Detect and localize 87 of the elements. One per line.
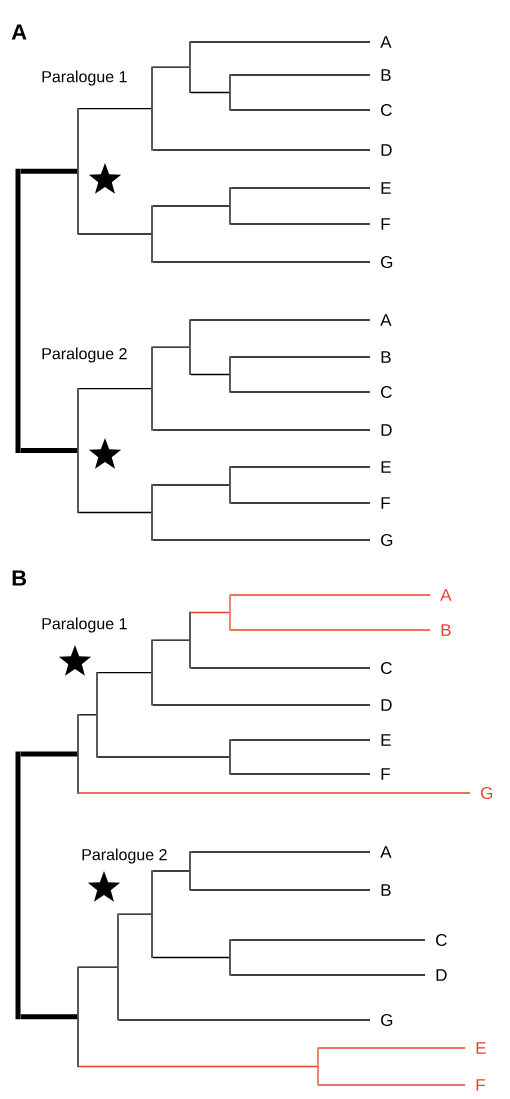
- leaf-label: B: [381, 69, 391, 81]
- tree-branch: [97, 671, 152, 674]
- tree-branch: [78, 792, 471, 794]
- tree-branch: [230, 739, 371, 741]
- tree-branch: [152, 870, 190, 872]
- tree-branch: [230, 502, 371, 504]
- tree-branch: [15, 168, 21, 453]
- leaf-label: G: [481, 787, 493, 800]
- tree-branch: [152, 956, 230, 959]
- leaf-label: B: [381, 884, 391, 896]
- tree-branch: [118, 913, 152, 915]
- tree-branch: [190, 611, 230, 614]
- tree-branch: [78, 107, 152, 110]
- tree-branch: [152, 149, 371, 151]
- leaf-label: D: [381, 144, 392, 156]
- tree-branch: [190, 91, 230, 94]
- tree-branch: [190, 889, 371, 891]
- leaf-label: A: [380, 846, 392, 858]
- leaf-label: D: [436, 969, 447, 981]
- leaf-label: G: [381, 534, 393, 547]
- leaf-label: B: [381, 351, 391, 363]
- tree-branch: [230, 594, 431, 596]
- leaf-label: G: [381, 1014, 393, 1027]
- tree-branch: [152, 484, 230, 486]
- tree-branch: [78, 511, 152, 514]
- tree-branch: [20, 448, 78, 454]
- tree-branch: [190, 41, 371, 43]
- tree-branch: [20, 751, 78, 757]
- tree-branch: [78, 714, 97, 716]
- tree-branch: [230, 466, 371, 468]
- clade-label: Paralogue 2: [42, 347, 127, 363]
- leaf-label: E: [476, 1042, 486, 1054]
- tree-branch: [15, 751, 21, 1020]
- tree-branch: [97, 756, 230, 758]
- tree-branch: [230, 223, 371, 225]
- tree-branch: [230, 74, 371, 76]
- leaf-label: E: [381, 734, 391, 746]
- tree-branch: [230, 974, 426, 976]
- leaf-label: E: [381, 461, 391, 473]
- tree-branch: [230, 629, 431, 631]
- leaf-label: C: [436, 934, 447, 947]
- tree-branch: [152, 261, 371, 263]
- tree-branch: [230, 773, 371, 775]
- panel-letter: B: [12, 570, 27, 586]
- leaf-label: C: [381, 662, 392, 675]
- tree-branch: [190, 373, 230, 376]
- tree-branch: [78, 387, 152, 390]
- leaf-label: F: [381, 497, 390, 509]
- tree-branch: [78, 233, 152, 235]
- tree-branch: [152, 346, 190, 348]
- tree-branch: [230, 391, 371, 393]
- tree-branch: [152, 704, 371, 706]
- leaf-label: F: [476, 1079, 485, 1091]
- panel-letter: A: [11, 24, 27, 40]
- tree-branch: [152, 205, 230, 207]
- leaf-label: A: [380, 36, 392, 48]
- tree-branch: [190, 319, 371, 321]
- tree-branch: [78, 966, 118, 968]
- leaf-label: D: [381, 699, 392, 711]
- leaf-label: F: [381, 768, 390, 780]
- tree-branch: [20, 1014, 78, 1020]
- tree-branch: [318, 1047, 466, 1049]
- leaf-label: G: [381, 256, 393, 269]
- leaf-label: E: [381, 182, 391, 194]
- leaf-label: B: [441, 624, 451, 636]
- tree-branch: [230, 356, 371, 358]
- tree-branch: [230, 187, 371, 189]
- leaf-label: A: [380, 314, 392, 326]
- tree-branch: [152, 639, 190, 641]
- leaf-label: C: [381, 386, 392, 399]
- tree-branch: [230, 109, 371, 111]
- tree-branch: [230, 939, 426, 941]
- tree-branch: [190, 851, 371, 853]
- leaf-label: A: [440, 589, 452, 601]
- clade-label: Paralogue 2: [82, 848, 167, 864]
- clade-label: Paralogue 1: [42, 70, 127, 86]
- leaf-label: D: [381, 424, 392, 436]
- tree-branch: [318, 1084, 466, 1086]
- tree-branch: [190, 667, 371, 669]
- clade-label: Paralogue 1: [42, 617, 127, 633]
- leaf-label: C: [381, 104, 392, 117]
- leaf-label: F: [381, 218, 390, 230]
- tree-branch: [152, 66, 190, 68]
- tree-branch: [152, 539, 371, 541]
- tree-branch: [78, 1065, 318, 1068]
- tree-branch: [118, 1019, 371, 1021]
- tree-branch: [152, 429, 371, 431]
